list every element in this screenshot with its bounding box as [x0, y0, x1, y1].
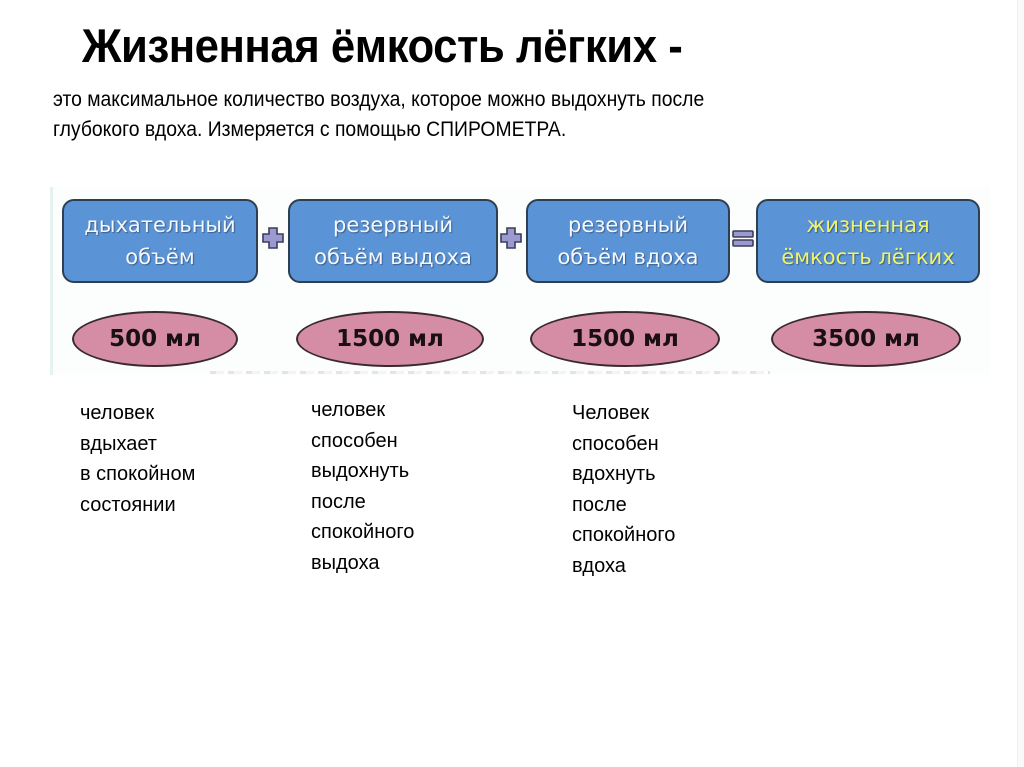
- box-label: объём вдоха: [557, 245, 699, 269]
- box-label: резервный: [567, 213, 688, 237]
- description-line: после: [572, 493, 627, 516]
- value-ellipse: 1500 мл: [296, 311, 484, 367]
- box-label: объём выдоха: [314, 245, 472, 269]
- description-inspiratory: Человек способен вдохнуть после спокойно…: [572, 398, 675, 581]
- box-expiratory-reserve: резервный объём выдоха: [288, 199, 498, 283]
- description-line: состоянии: [80, 493, 176, 516]
- plus-icon: [260, 225, 286, 251]
- description-line: Человек: [572, 402, 650, 424]
- plus-icon: [498, 225, 524, 251]
- box-tidal-volume: дыхательный объём: [62, 199, 258, 283]
- box-label: резервный: [332, 213, 453, 237]
- description-line: человек: [80, 402, 155, 424]
- image-artifact: [210, 371, 770, 374]
- description-tidal: человек вдыхает в спокойном состоянии: [80, 398, 195, 520]
- description-line: в спокойном: [80, 463, 196, 485]
- description-line: вдоха: [572, 554, 626, 577]
- equals-icon: [730, 225, 756, 251]
- definition-line: это максимальное количество воздуха, кот…: [53, 87, 705, 111]
- definition-text: это максимальное количество воздуха, кот…: [53, 84, 863, 144]
- description-line: способен: [572, 432, 659, 455]
- description-line: после: [311, 490, 366, 513]
- description-line: выдоха: [311, 551, 380, 574]
- value-ellipse: 500 мл: [72, 311, 238, 367]
- slide-title: Жизненная ёмкость лёгких -: [82, 19, 683, 72]
- description-line: спокойного: [572, 524, 676, 546]
- box-inspiratory-reserve: резервный объём вдоха: [526, 199, 730, 283]
- box-vital-capacity: жизненная ёмкость лёгких: [756, 199, 980, 283]
- lung-capacity-diagram: дыхательный объём резервный объём выдоха…: [50, 187, 990, 375]
- box-label: ёмкость лёгких: [781, 245, 955, 269]
- box-label: дыхательный: [84, 213, 236, 237]
- description-expiratory: человек способен выдохнуть после спокойн…: [311, 395, 414, 578]
- definition-line: глубокого вдоха. Измеряется с помощью СП…: [53, 117, 567, 141]
- box-label: жизненная: [806, 213, 930, 237]
- box-label: объём: [125, 245, 195, 269]
- slide-edge: [1017, 0, 1024, 767]
- value-ellipse: 1500 мл: [530, 311, 720, 367]
- description-line: человек: [311, 399, 386, 421]
- value-ellipse: 3500 мл: [771, 311, 961, 367]
- description-line: вдохнуть: [572, 463, 656, 485]
- description-line: вдыхает: [80, 432, 157, 455]
- diagram-border: [50, 187, 53, 375]
- description-line: способен: [311, 429, 398, 452]
- description-line: спокойного: [311, 521, 415, 543]
- description-line: выдохнуть: [311, 460, 410, 482]
